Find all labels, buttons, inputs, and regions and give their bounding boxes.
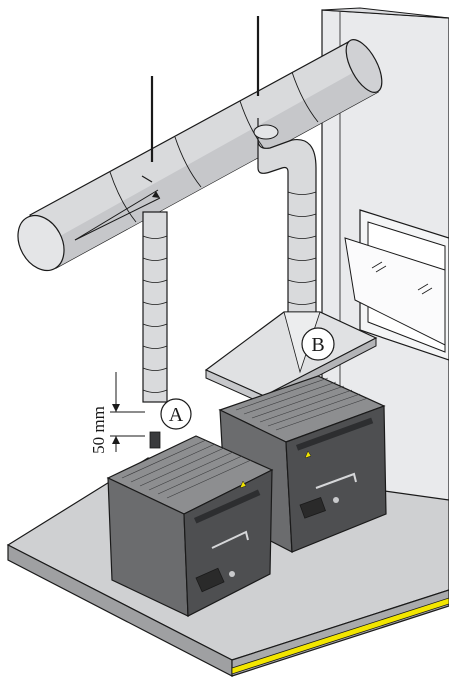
chimney-outlet	[149, 431, 161, 449]
clearance-label: 50 mm	[89, 406, 108, 454]
damper-indicator	[74, 175, 161, 241]
callout-a: A	[160, 398, 192, 430]
flexible-duct-a	[142, 211, 168, 403]
flexible-duct-b	[253, 118, 317, 319]
callout-b-label: B	[311, 334, 324, 356]
clearance-dimension: 50 mm	[89, 372, 145, 454]
wall-window	[344, 209, 449, 361]
main-exhaust-duct	[17, 39, 383, 272]
callout-a-label: A	[169, 404, 184, 426]
safety-stripe	[231, 597, 449, 675]
callout-b: B	[301, 327, 335, 361]
furnace-a	[106, 431, 274, 617]
ceiling-hangers	[150, 16, 260, 162]
